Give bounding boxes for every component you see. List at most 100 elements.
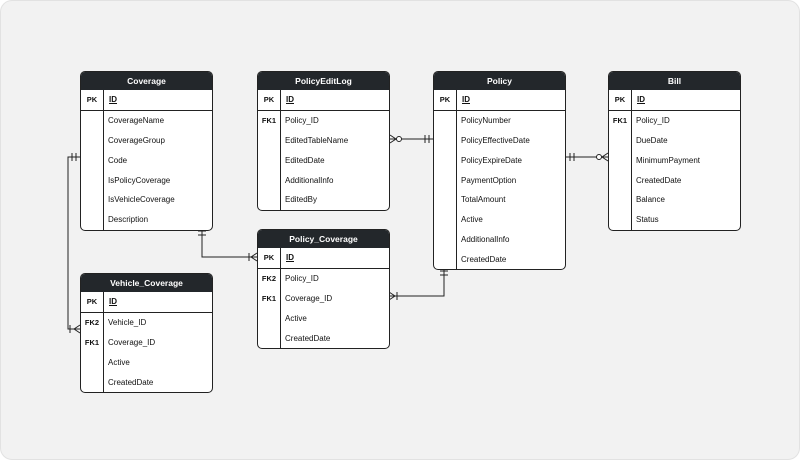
field-label: MinimumPayment bbox=[636, 155, 701, 165]
field-row: PolicyEffectiveDate bbox=[434, 131, 565, 151]
field-label: PolicyNumber bbox=[461, 116, 511, 126]
pk-row: PK ID bbox=[258, 248, 389, 269]
field-label: CreatedDate bbox=[285, 333, 331, 343]
key-label bbox=[609, 150, 631, 170]
key-label: FK1 bbox=[261, 116, 277, 126]
field-label: PolicyEffectiveDate bbox=[461, 135, 530, 145]
key-label bbox=[258, 170, 280, 190]
entity-title: Policy_Coverage bbox=[258, 230, 389, 248]
entity-coverage[interactable]: Coverage PK ID CoverageName CoverageGrou… bbox=[80, 71, 213, 231]
field-label: Description bbox=[108, 215, 149, 225]
field-row: CreatedDate bbox=[258, 328, 389, 348]
field-row: Code bbox=[81, 150, 212, 170]
field-label: DueDate bbox=[636, 135, 668, 145]
field-label: IsVehicleCoverage bbox=[108, 195, 175, 205]
key-label bbox=[434, 230, 456, 250]
key-label bbox=[434, 190, 456, 210]
key-label: PK bbox=[258, 90, 281, 110]
key-label bbox=[81, 190, 103, 210]
field-label: Coverage_ID bbox=[285, 293, 333, 303]
key-label bbox=[434, 210, 456, 230]
key-label bbox=[609, 131, 631, 151]
pk-row: PK ID bbox=[258, 90, 389, 111]
key-label: PK bbox=[609, 90, 632, 110]
field-row: EditedDate bbox=[258, 150, 389, 170]
field-list: PolicyNumber PolicyEffectiveDate PolicyE… bbox=[434, 110, 565, 270]
key-label bbox=[434, 249, 456, 269]
field-row: EditedBy bbox=[258, 190, 389, 210]
key-label: FK2 bbox=[84, 318, 100, 328]
key-label bbox=[81, 131, 103, 151]
field-label: CreatedDate bbox=[461, 254, 507, 264]
field-label: EditedBy bbox=[285, 195, 318, 205]
field-label: CoverageName bbox=[108, 116, 165, 126]
field-row: CoverageGroup bbox=[81, 131, 212, 151]
link-coverage-vehicle-coverage bbox=[67, 156, 80, 330]
field-label: ID bbox=[286, 253, 294, 263]
key-label bbox=[258, 328, 280, 348]
link-policy-policy-coverage bbox=[389, 267, 445, 297]
field-label: Policy_ID bbox=[636, 116, 670, 126]
pk-row: PK ID bbox=[434, 90, 565, 111]
field-row: TotalAmount bbox=[434, 190, 565, 210]
key-label bbox=[609, 190, 631, 210]
field-label: TotalAmount bbox=[461, 195, 506, 205]
field-label: ID bbox=[109, 297, 117, 307]
field-row: CreatedDate bbox=[434, 249, 565, 269]
key-label bbox=[258, 308, 280, 328]
pk-row: PK ID bbox=[81, 292, 212, 313]
key-label bbox=[258, 131, 280, 151]
field-row: DueDate bbox=[609, 131, 740, 151]
field-label: ID bbox=[286, 95, 294, 105]
entity-policy[interactable]: Policy PK ID PolicyNumber PolicyEffectiv… bbox=[433, 71, 566, 271]
field-row: Status bbox=[609, 210, 740, 230]
field-label: EditedDate bbox=[285, 155, 325, 165]
key-label bbox=[434, 111, 456, 131]
key-label: PK bbox=[434, 90, 457, 110]
field-row: Balance bbox=[609, 190, 740, 210]
key-label: PK bbox=[258, 248, 281, 268]
field-label: ID bbox=[462, 95, 470, 105]
field-label: Code bbox=[108, 155, 128, 165]
field-row: CoverageName bbox=[81, 111, 212, 131]
key-label: FK1 bbox=[612, 116, 628, 126]
field-row: Active bbox=[434, 210, 565, 230]
field-row: AdditionalInfo bbox=[258, 170, 389, 190]
field-row: PolicyNumber bbox=[434, 111, 565, 131]
key-label bbox=[81, 111, 103, 131]
entity-title: PolicyEditLog bbox=[258, 72, 389, 90]
key-label bbox=[609, 210, 631, 230]
field-row: Active bbox=[81, 352, 212, 372]
field-label: Status bbox=[636, 215, 659, 225]
field-label: Active bbox=[461, 215, 483, 225]
field-label: Vehicle_ID bbox=[108, 318, 147, 328]
key-label bbox=[81, 372, 103, 392]
field-row: MinimumPayment bbox=[609, 150, 740, 170]
field-row: PolicyExpireDate bbox=[434, 150, 565, 170]
field-label: Coverage_ID bbox=[108, 337, 156, 347]
field-list: CoverageName CoverageGroup Code IsPolicy… bbox=[81, 110, 212, 230]
key-label bbox=[81, 210, 103, 230]
field-label: CreatedDate bbox=[108, 377, 154, 387]
field-row: FK2 Vehicle_ID bbox=[81, 313, 212, 333]
key-label bbox=[434, 131, 456, 151]
field-label: Active bbox=[285, 313, 307, 323]
field-row: Description bbox=[81, 210, 212, 230]
field-label: AdditionalInfo bbox=[461, 234, 510, 244]
key-label: FK1 bbox=[261, 293, 277, 303]
field-row: PaymentOption bbox=[434, 170, 565, 190]
field-label: ID bbox=[637, 95, 645, 105]
entity-title: Policy bbox=[434, 72, 565, 90]
field-row: FK1 Coverage_ID bbox=[258, 289, 389, 309]
